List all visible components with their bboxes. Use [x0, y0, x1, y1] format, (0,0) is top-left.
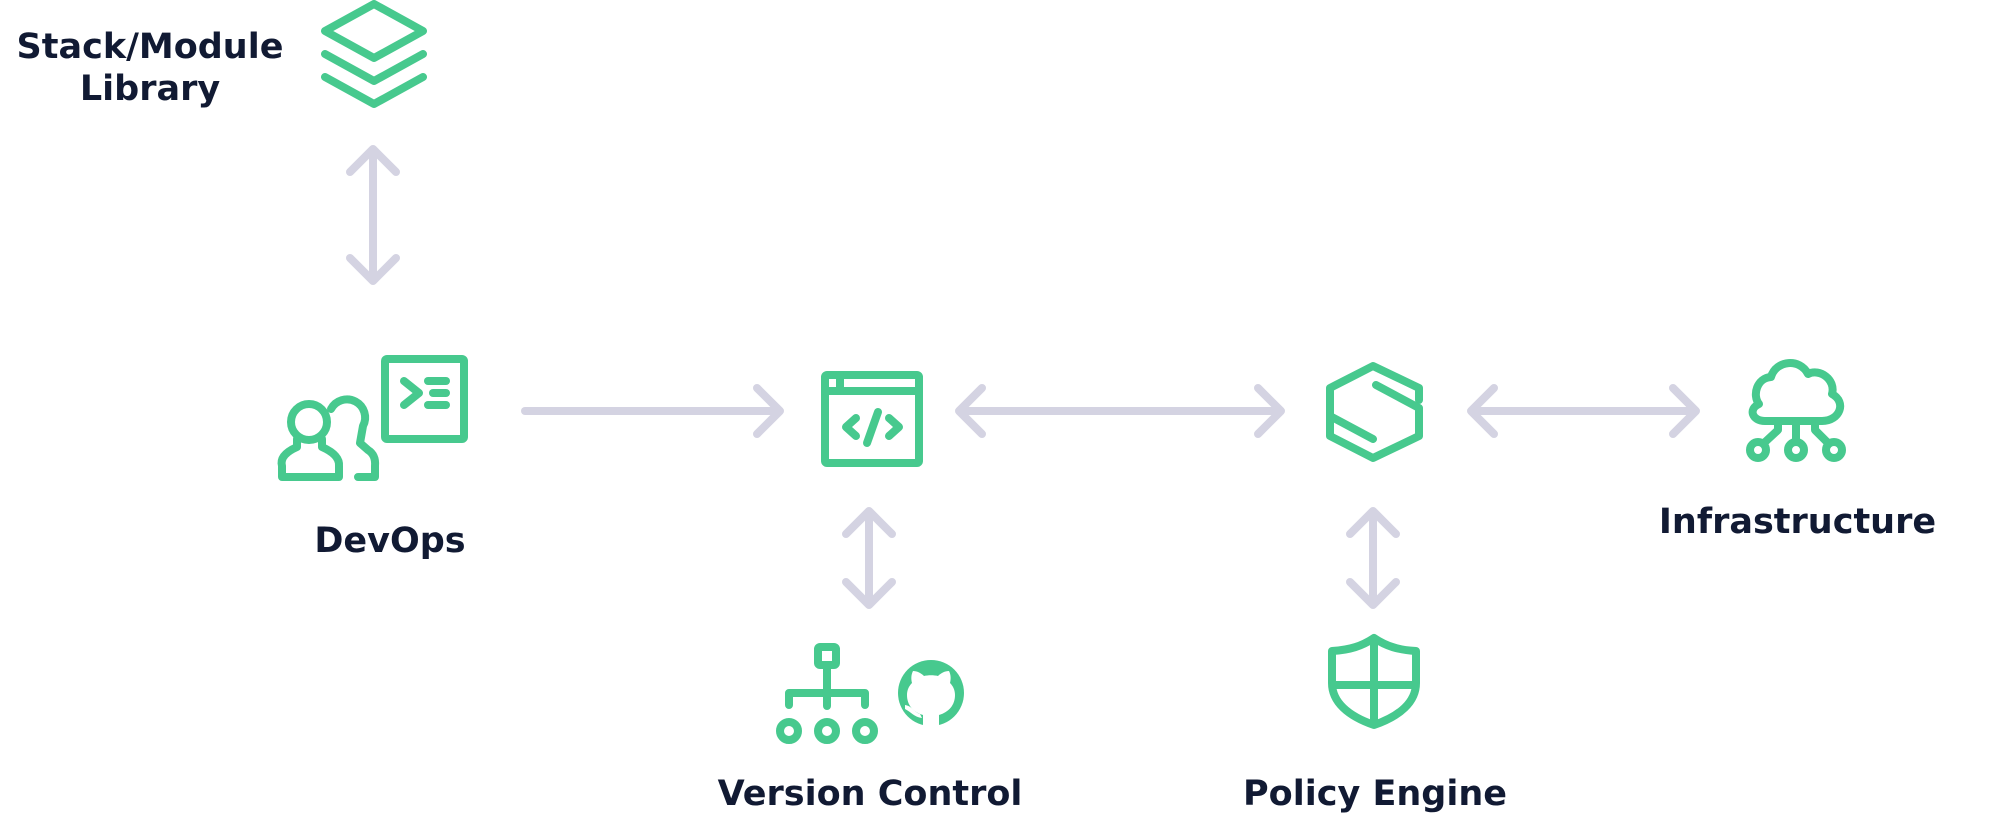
connector-spacelift-policy-engine — [1346, 507, 1400, 609]
connector-code-spacelift — [955, 384, 1285, 438]
connector-library-devops — [346, 145, 400, 285]
spacelift-logo-icon — [1326, 362, 1423, 462]
shield-icon — [1328, 634, 1420, 729]
layers-stack-icon — [321, 0, 427, 108]
version-control-label: Version Control — [717, 774, 1023, 814]
hierarchy-tree-icon — [776, 643, 878, 744]
connector-spacelift-infrastructure — [1467, 384, 1700, 438]
policy-engine-label: Policy Engine — [1243, 774, 1507, 814]
github-icon — [898, 660, 964, 726]
connector-code-version-control — [842, 507, 896, 609]
cloud-network-icon — [1746, 359, 1846, 462]
infrastructure-label: Infrastructure — [1658, 502, 1937, 542]
library-label: Stack/Module Library — [0, 26, 300, 110]
users-icon — [277, 395, 380, 481]
devops-label: DevOps — [314, 521, 466, 561]
library-label-line2: Library — [79, 69, 221, 109]
library-label-line1: Stack/Module — [16, 27, 284, 67]
terminal-icon — [381, 355, 468, 443]
code-window-icon — [821, 371, 923, 467]
connector-devops-code — [521, 384, 784, 438]
